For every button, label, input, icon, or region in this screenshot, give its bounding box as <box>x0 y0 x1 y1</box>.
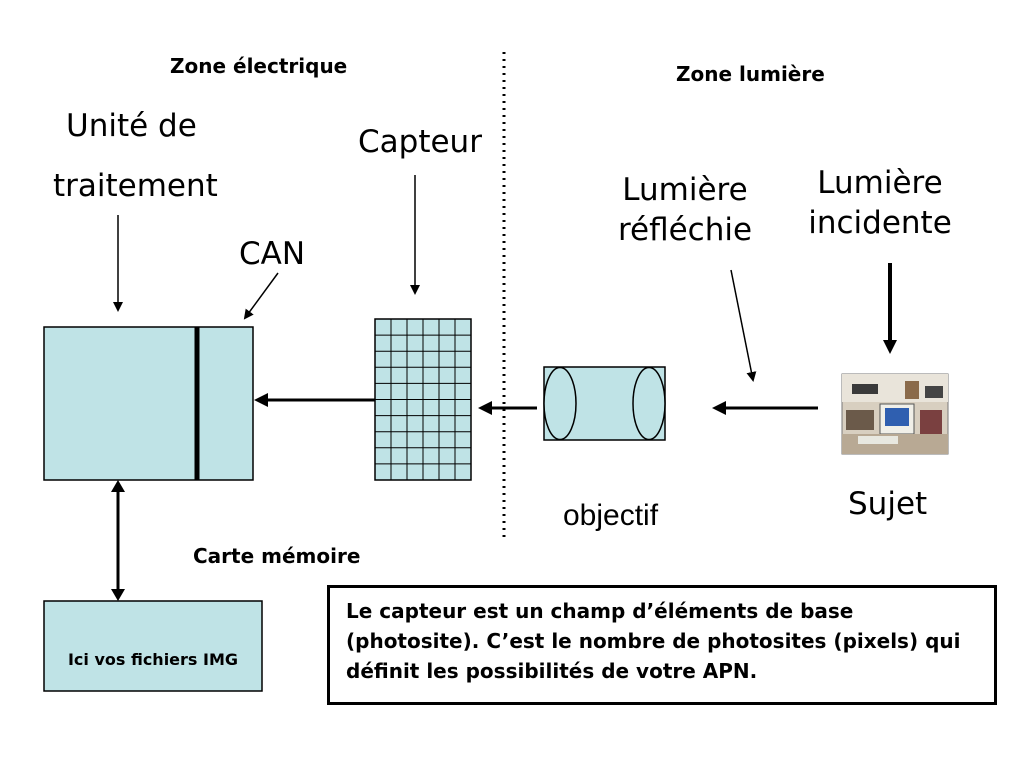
objectif-label: objectif <box>563 499 659 532</box>
lumiere-incidente-line2: incidente <box>808 205 952 241</box>
info-box: Le capteur est un champ d’éléments de ba… <box>327 585 997 705</box>
lumiere-incidente-line1: Lumière <box>817 165 943 201</box>
sensor-grid <box>374 318 472 481</box>
zone-lumiere-label: Zone lumière <box>676 62 825 86</box>
processing-unit-box <box>43 326 254 481</box>
unite-label-line1: Unité de <box>66 108 197 144</box>
lens-objectif <box>543 366 666 441</box>
arrow-unit-memory-head-bottom <box>111 589 125 601</box>
unite-label-line2: traitement <box>53 168 218 204</box>
info-text: Le capteur est un champ d’éléments de ba… <box>346 599 961 683</box>
memory-card-text: Ici vos fichiers IMG <box>67 650 239 669</box>
memory-card-box <box>43 600 263 692</box>
subject-photo <box>841 373 949 455</box>
arrow-can <box>243 272 279 320</box>
lumiere-reflechie-line1: Lumière <box>622 172 748 208</box>
carte-memoire-label: Carte mémoire <box>193 544 361 568</box>
sujet-label: Sujet <box>848 486 928 522</box>
arrow-reflected-light <box>730 269 757 382</box>
capteur-label: Capteur <box>358 124 482 160</box>
can-label: CAN <box>239 236 306 272</box>
lumiere-reflechie-line2: réfléchie <box>617 212 753 248</box>
zone-electrique-label: Zone électrique <box>170 54 348 78</box>
arrow-unit-memory-head-top <box>111 480 125 492</box>
